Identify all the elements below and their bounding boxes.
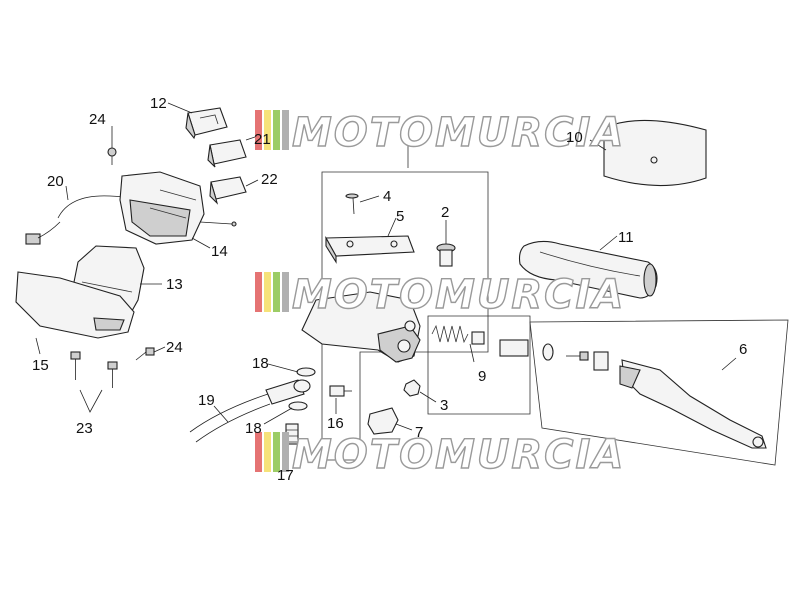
watermark-text: MOTOMURCIA [292,110,625,156]
part-3-nut [403,379,421,397]
part-24-screw-lower [135,347,155,361]
callout-12: 12 [150,95,167,112]
callout-15: 15 [32,357,49,374]
part-23-screws [70,351,118,388]
callout-3: 3 [440,397,448,414]
callout-11: 11 [618,229,634,246]
part-7-bracket [367,407,399,435]
part-9-piston-kit [431,324,554,361]
watermark-top: MOTOMURCIA [255,109,625,157]
callout-24-lower: 24 [166,339,183,356]
callout-21: 21 [254,131,271,148]
master-cylinder-frame [321,171,489,461]
part-21-switch [207,139,247,168]
part-22-switch [209,176,247,205]
callouts: 12 24 21 22 20 14 13 15 24 23 10 11 4 5 … [32,95,747,484]
callout-10: 10 [566,129,583,146]
piston-kit-frame [427,315,531,415]
callout-4: 4 [383,188,391,205]
callout-6: 6 [739,341,747,358]
part-15-lower-cover [15,271,135,339]
watermark-bottom: MOTOMURCIA [255,431,625,479]
callout-2: 2 [441,204,449,221]
callout-22: 22 [261,171,278,188]
callout-19: 19 [198,392,215,409]
part-11-grip [518,240,658,299]
callout-24-top: 24 [89,111,106,128]
part-16-bleeder [329,385,352,397]
lever-kit-frame [529,319,789,466]
callout-5: 5 [396,208,404,225]
callout-23: 23 [76,420,93,437]
master-cylinder-body [301,291,421,363]
callout-20: 20 [47,173,64,190]
watermark-text: MOTOMURCIA [292,272,625,318]
part-19-hose [189,379,311,443]
callout-13: 13 [166,276,183,293]
part-2-pin [436,243,456,267]
callout-16: 16 [327,415,344,432]
part-14-switch-housing [119,171,237,245]
part-10-cover [603,119,707,187]
callout-17: 17 [277,467,294,484]
part-6-lever [566,351,767,449]
callout-14: 14 [211,243,228,260]
part-24-screw-top [107,147,117,165]
callout-18-lower: 18 [245,420,262,437]
callout-18-upper: 18 [252,355,269,372]
part-12-switch [185,107,228,140]
watermark-text: MOTOMURCIA [292,432,625,478]
leader-lines [35,102,737,431]
callout-7: 7 [415,424,423,441]
part-4-screw [345,193,359,215]
watermark-middle: MOTOMURCIA [255,271,625,319]
part-5-lid [325,235,415,264]
assembly-frames [321,140,789,466]
callout-9: 9 [478,368,486,385]
